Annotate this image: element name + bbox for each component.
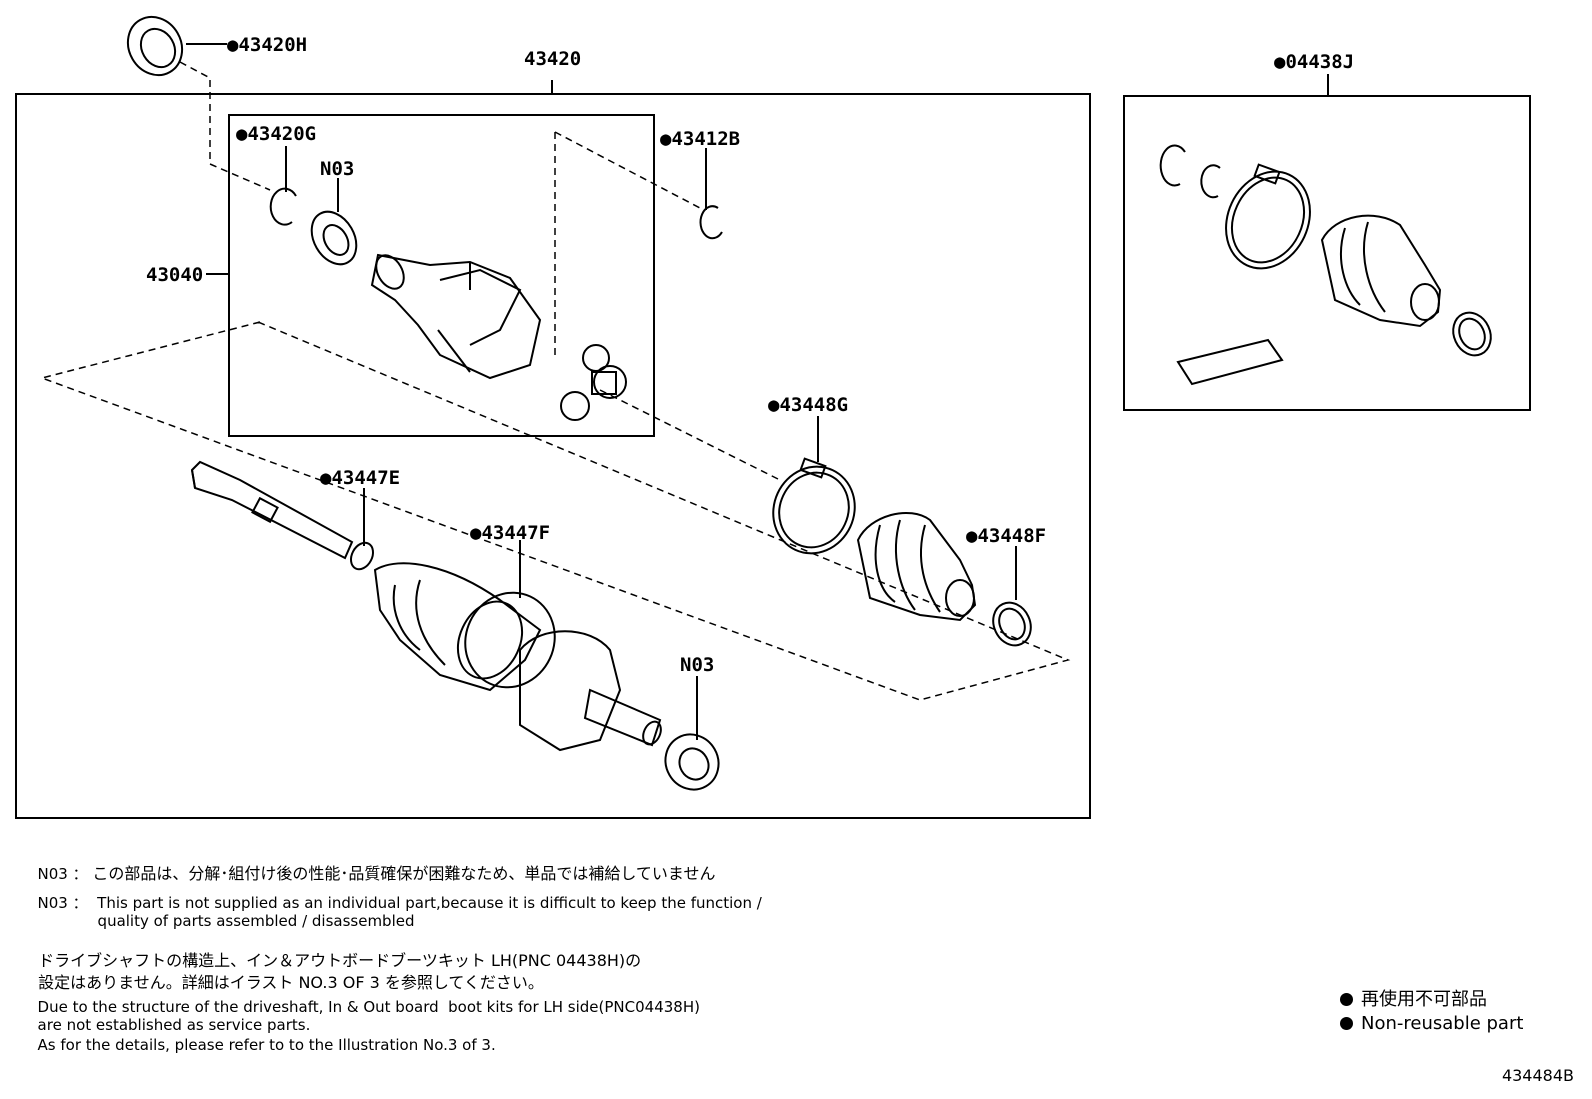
legend-jp: 再使用不可部品 (1340, 988, 1523, 1012)
note-en-drive-line1-text: Due to the structure of the driveshaft, … (37, 998, 700, 1016)
note-n03-en-text: This part is not supplied as an individu… (97, 894, 762, 912)
legend: 再使用不可部品 Non-reusable part (1340, 988, 1523, 1036)
legend-en: Non-reusable part (1340, 1012, 1523, 1036)
part-label-43420H[interactable]: ●43420H (227, 34, 307, 56)
note-jp-drive-line1-text: ドライブシャフトの構造上、イン＆アウトボードブーツキット LH(PNC 0443… (38, 951, 642, 970)
note-en-drive-line2-text: are not established as service parts. (37, 1016, 311, 1034)
part-label-N03-lower[interactable]: N03 (680, 654, 714, 676)
legend-en-text: Non-reusable part (1361, 1013, 1524, 1034)
part-label-43420[interactable]: 43420 (524, 48, 581, 70)
part-label-43448F[interactable]: ●43448F (966, 525, 1046, 547)
part-label-43447F[interactable]: ●43447F (470, 522, 550, 544)
note-en-drive-line2: are not established as service parts. (28, 998, 311, 1034)
note-jp-drive-line2-text: 設定はありません。詳細はイラスト NO.3 OF 3 を参照してください。 (38, 973, 544, 992)
part-label-43420G[interactable]: ●43420G (236, 123, 316, 145)
note-n03-jp-text: この部品は、分解･組付け後の性能･品質確保が困難なため、単品では補給していません (92, 864, 716, 883)
note-n03-en: N03 ： This part is not supplied as an in… (28, 876, 762, 912)
note-n03-jp: N03 ： この部品は、分解･組付け後の性能･品質確保が困難なため、単品では補給… (28, 847, 716, 884)
non-reusable-dot-icon (1340, 1017, 1353, 1030)
boot-kit-frame (1123, 95, 1531, 411)
part-label-43040[interactable]: 43040 (146, 264, 203, 286)
note-n03-en-text2: quality of parts assembled / disassemble… (97, 912, 415, 930)
note-n03-en-code: N03 ： (37, 894, 88, 912)
note-en-drive-line1: Due to the structure of the driveshaft, … (28, 980, 700, 1016)
part-label-N03-upper[interactable]: N03 (320, 158, 354, 180)
note-jp-drive-line2: 設定はありません。詳細はイラスト NO.3 OF 3 を参照してください。 (28, 956, 544, 992)
main-assembly-frame (15, 93, 1091, 819)
part-label-43448G[interactable]: ●43448G (768, 394, 848, 416)
note-jp-drive-line1: ドライブシャフトの構造上、イン＆アウトボードブーツキット LH(PNC 0443… (28, 934, 641, 970)
part-label-43412B[interactable]: ●43412B (660, 128, 740, 150)
note-en-drive-line3: As for the details, please refer to to t… (28, 1018, 496, 1054)
inboard-joint-frame (228, 114, 655, 437)
part-label-04438J[interactable]: ●04438J (1274, 51, 1354, 73)
figure-number: 434484B (1501, 1066, 1574, 1085)
note-n03-jp-code: N03 ： (37, 865, 88, 883)
note-en-drive-line3-text: As for the details, please refer to to t… (37, 1036, 496, 1054)
part-label-43447E[interactable]: ●43447E (320, 467, 400, 489)
legend-jp-text: 再使用不可部品 (1361, 989, 1487, 1010)
note-n03-en-cont: quality of parts assembled / disassemble… (88, 894, 415, 930)
non-reusable-dot-icon (1340, 993, 1353, 1006)
